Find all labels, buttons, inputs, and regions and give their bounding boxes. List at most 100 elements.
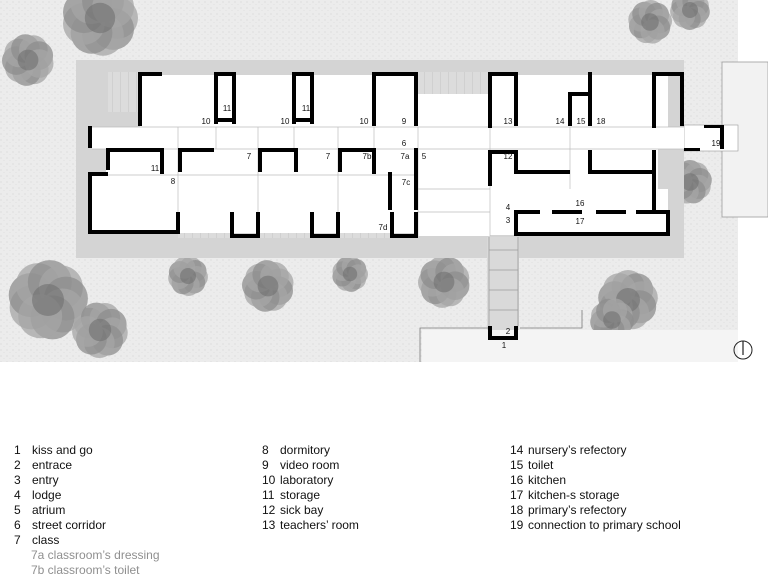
wall-06 xyxy=(292,72,314,76)
room-label-10-a: 10 xyxy=(202,117,211,126)
room-label-4: 4 xyxy=(506,203,511,212)
tree-core xyxy=(603,311,621,329)
room-label-2: 2 xyxy=(506,327,511,336)
wall-29 xyxy=(258,148,294,152)
wall-14 xyxy=(514,72,518,126)
room-label-19: 19 xyxy=(712,139,721,148)
tree-core xyxy=(433,271,455,293)
wall-42 xyxy=(230,234,260,238)
wall-47 xyxy=(390,212,394,238)
wall-25 xyxy=(106,148,110,170)
legend-text: kiss and go xyxy=(32,443,93,457)
wall-63 xyxy=(514,210,518,236)
wall-05 xyxy=(232,72,236,124)
legend-number: 17 xyxy=(510,488,524,502)
legend-subitem: 7b classroom’s toilet xyxy=(31,563,140,577)
wall-68 xyxy=(720,125,724,149)
legend-text: entry xyxy=(32,473,59,487)
wall-21 xyxy=(216,118,236,122)
legend-text: class xyxy=(32,533,60,547)
wall-31 xyxy=(294,148,298,172)
room-atrium xyxy=(418,94,490,236)
tree-core xyxy=(681,173,699,191)
wall-43 xyxy=(256,212,260,238)
legend-number: 13 xyxy=(262,518,276,532)
wall-32 xyxy=(338,148,374,152)
wall-65 xyxy=(514,326,518,340)
wall-35 xyxy=(388,172,392,210)
room-label-16: 16 xyxy=(576,199,585,208)
tree-core xyxy=(641,13,659,31)
tree-core xyxy=(32,284,64,316)
wall-44 xyxy=(310,212,314,238)
wall-24 xyxy=(106,148,162,152)
wall-55 xyxy=(588,170,656,174)
tree-core xyxy=(342,266,358,282)
room-label-7d: 7d xyxy=(379,223,388,232)
road-area xyxy=(422,330,738,362)
room-label-12: 12 xyxy=(504,152,513,161)
walls xyxy=(88,72,724,340)
tree-icon xyxy=(1,34,54,86)
legend-text: street corridor xyxy=(32,518,107,532)
wall-12 xyxy=(488,72,518,76)
wall-16 xyxy=(568,92,572,126)
tree-core xyxy=(84,2,116,34)
legend-number: 11 xyxy=(262,488,275,502)
room-label-17: 17 xyxy=(576,217,585,226)
wall-46 xyxy=(336,212,340,238)
room-label-1: 1 xyxy=(502,341,507,350)
legend-number: 14 xyxy=(510,443,524,457)
legend-text: kitchen xyxy=(528,473,567,487)
wall-37 xyxy=(88,172,108,176)
wall-18 xyxy=(652,72,684,76)
legend-number: 15 xyxy=(510,458,524,472)
tree-icon xyxy=(241,260,294,312)
tree-icon xyxy=(332,256,368,292)
legend-number: 10 xyxy=(262,473,276,487)
room-label-10-c: 10 xyxy=(360,117,369,126)
legend-number: 8 xyxy=(262,443,269,457)
room-label-8: 8 xyxy=(171,177,176,186)
wall-04 xyxy=(214,72,218,124)
room-label-5: 5 xyxy=(422,152,427,161)
legend-text: lodge xyxy=(32,488,62,502)
wall-62 xyxy=(514,232,670,236)
connector-walk xyxy=(683,124,739,152)
legend-number: 6 xyxy=(14,518,21,532)
wall-15 xyxy=(568,92,592,96)
tree-icon xyxy=(168,256,208,296)
tree-core xyxy=(257,275,279,297)
wall-50 xyxy=(488,150,492,186)
legend-text: connection to primary school xyxy=(528,518,681,532)
patio-top xyxy=(418,72,488,94)
room-label-11-b: 11 xyxy=(302,104,311,113)
wall-19 xyxy=(652,72,656,128)
room-label-7c: 7c xyxy=(402,178,410,187)
tree-icon xyxy=(72,302,128,358)
room-label-9: 9 xyxy=(402,117,407,126)
wall-09 xyxy=(372,72,418,76)
legend-number: 12 xyxy=(262,503,276,517)
room-label-10-b: 10 xyxy=(281,117,290,126)
wall-17 xyxy=(588,72,592,126)
wall-67 xyxy=(704,125,724,128)
wall-38 xyxy=(88,172,92,234)
room-label-7-a: 7 xyxy=(247,152,252,161)
wall-03 xyxy=(214,72,236,76)
wall-20 xyxy=(680,72,684,126)
legend-text: atrium xyxy=(32,503,66,517)
